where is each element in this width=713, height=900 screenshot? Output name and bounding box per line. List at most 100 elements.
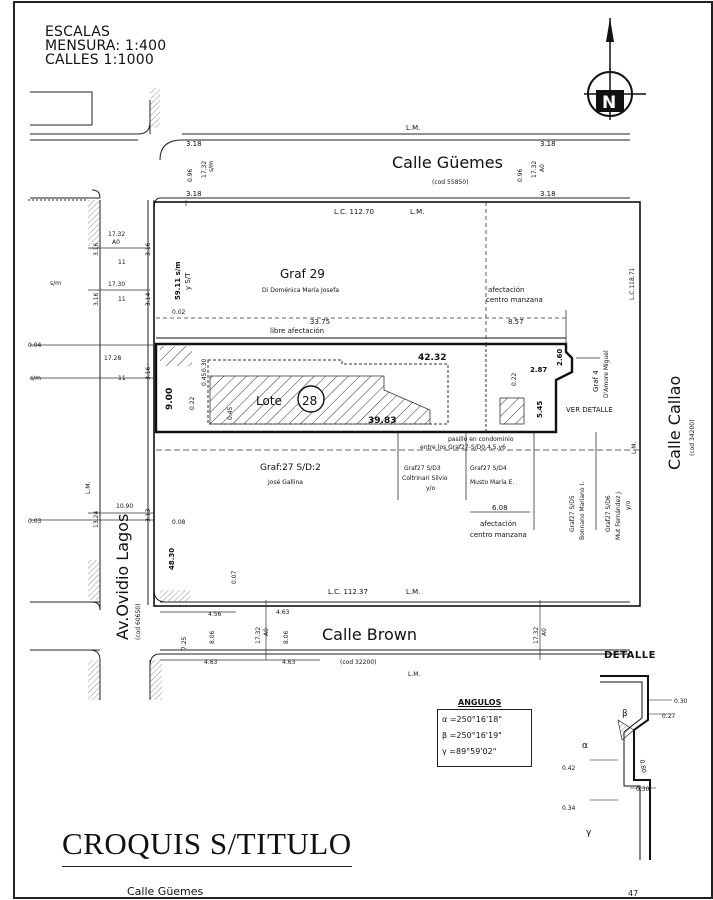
scales-streets: CALLES 1:1000 [45,52,154,68]
graf27-sd4: Graf27 S/D4 [470,465,507,472]
dim-900: 9.00 [165,388,175,410]
dim-007: 0.07 [231,570,238,584]
dim-1732-left: 17.32 [201,161,208,178]
dim-3375: 33.75 [310,318,330,326]
page-frame [13,1,713,899]
lm-left: L.M. [85,482,92,494]
dim-1730: 17.30 [108,281,125,288]
lc-bottom: L.C. 112.37 [328,588,368,596]
sm-left: s/m [208,161,215,172]
dim-045-b: 0.45 [227,406,234,420]
graf27-sd5: Graf27 S/D5 [569,495,576,532]
lc-right: L.C.118.71 [629,267,636,300]
graf27-sd6-owner: Mut Fernández J. [615,490,622,540]
graf27-sd6: Graf27 S/D6 [605,495,612,532]
dim-11-a: 11 [118,259,126,266]
dim-318-a: 3.18 [186,140,202,148]
dim-463-c: 4.63 [282,659,296,666]
dim-002: 0.02 [172,309,186,316]
dim-022-b: 0.22 [511,372,518,386]
angle-beta: β =250°16'19" [442,731,502,740]
graf27-sd2-owner: José Gallina [267,479,303,486]
dim-316-c: 3.16 [93,292,100,306]
graf29-label: Graf 29 [280,267,325,281]
dim-4232: 42.32 [418,353,446,363]
sm-a: s/m [50,280,61,287]
pasillo-2: entre los Graf27-S/D0,4,5,y6 [420,444,506,451]
dim-11-b: 11 [118,296,126,303]
detail-034: 0.34 [562,805,576,812]
footer-street: Calle Güemes [127,885,204,898]
sketch-title: CROQUIS S/TITULO [62,826,352,861]
dimension-marks [30,200,541,661]
dim-318-c: 3.18 [186,190,202,198]
graf29-owner: Di Doménica María Josefa [262,287,339,294]
lm-top-label: L.M. [406,124,420,132]
scales-survey: MENSURA: 1:400 [45,38,167,54]
street-brown-name: Calle Brown [322,625,417,644]
street-brown-code: (cod 32200) [340,659,376,666]
dim-003: 0.03 [28,518,42,525]
afect-top-2: centro manzana [486,296,543,304]
dim-806-a: 8.06 [209,630,216,644]
ao-right-top: A0 [539,164,546,172]
scales-block: ESCALAS MENSURA: 1:400 CALLES 1:1000 [45,25,166,67]
detail-alpha: α [582,741,588,751]
angles-title: ANGULOS [458,698,502,707]
graf27-sd5-owner: Bonnano Mariano I. [579,482,586,540]
dim-004: 0.04 [28,342,42,349]
dim-3983: 39.83 [368,416,396,426]
dim-1732-right: 17.32 [531,161,538,178]
graf27-sd3-extra: y/o [426,485,436,492]
graf4-owner: D'Amore Miguel [603,350,610,398]
detail-beta: β [622,709,628,719]
detail-gamma: γ [586,828,592,838]
dim-045-a: 0.45 [201,372,208,386]
dim-4830: 48.30 [168,548,176,570]
dim-316-a: 3.16 [93,242,100,256]
ao-c: A0 [541,628,548,636]
pasillo-1: pasillo en condominio [448,436,514,443]
detail-title: DETALLE [604,650,656,661]
graf27-sd4-owner: Musto María E. [470,479,514,486]
lc-top: L.C. 112.70 [334,208,374,216]
dim-608: 6.08 [492,504,508,512]
dim-096-left: 0.96 [187,168,194,182]
detail-drawing [590,675,672,860]
lm-bottom-2: L.M. [408,671,420,678]
lote-label: Lote [256,394,282,408]
ao-a: A0 [112,239,120,246]
dim-260: 2.60 [556,349,564,366]
street-callao-name: Calle Callao [665,376,684,470]
ys-t: y S/T [184,272,192,290]
dim-096-right: 0.96 [517,168,524,182]
afect-bottom-1: afectación [480,520,516,528]
dim-030: 0.30 [201,358,208,372]
dim-725: 7.25 [181,636,188,650]
dim-5911: 59.11 s/m [174,261,182,300]
dim-1732-c: 17.32 [533,627,540,644]
dim-316-b: 3.16 [145,242,152,256]
dim-314: 3.14 [145,292,152,306]
dim-1324: 13.24 [93,511,100,528]
detail-027: 0.27 [662,713,676,720]
dim-1732-a: 17.32 [108,231,125,238]
afect-bottom-2: centro manzana [470,531,527,539]
detail-042: 0.42 [562,765,576,772]
north-arrow-icon: N [584,18,646,120]
interior-lines [156,202,640,530]
dim-1728: 17.28 [104,355,121,362]
dim-545: 5.45 [536,401,544,418]
ao-b: A0 [263,628,270,636]
graf4-label: Graf 4 [592,370,600,392]
lot-28 [154,337,574,434]
lote-number: 28 [302,394,317,408]
graf27-sd3-owner: Coltrinari Silvio [402,475,448,482]
graf27-sd3: Graf27 S/D3 [404,465,441,472]
dim-318-d: 3.18 [540,190,556,198]
dim-316-d: 3.16 [145,366,152,380]
street-lagos-name: Av.Ovidio Lagos [113,514,132,640]
dim-1090: 10.90 [116,503,133,510]
